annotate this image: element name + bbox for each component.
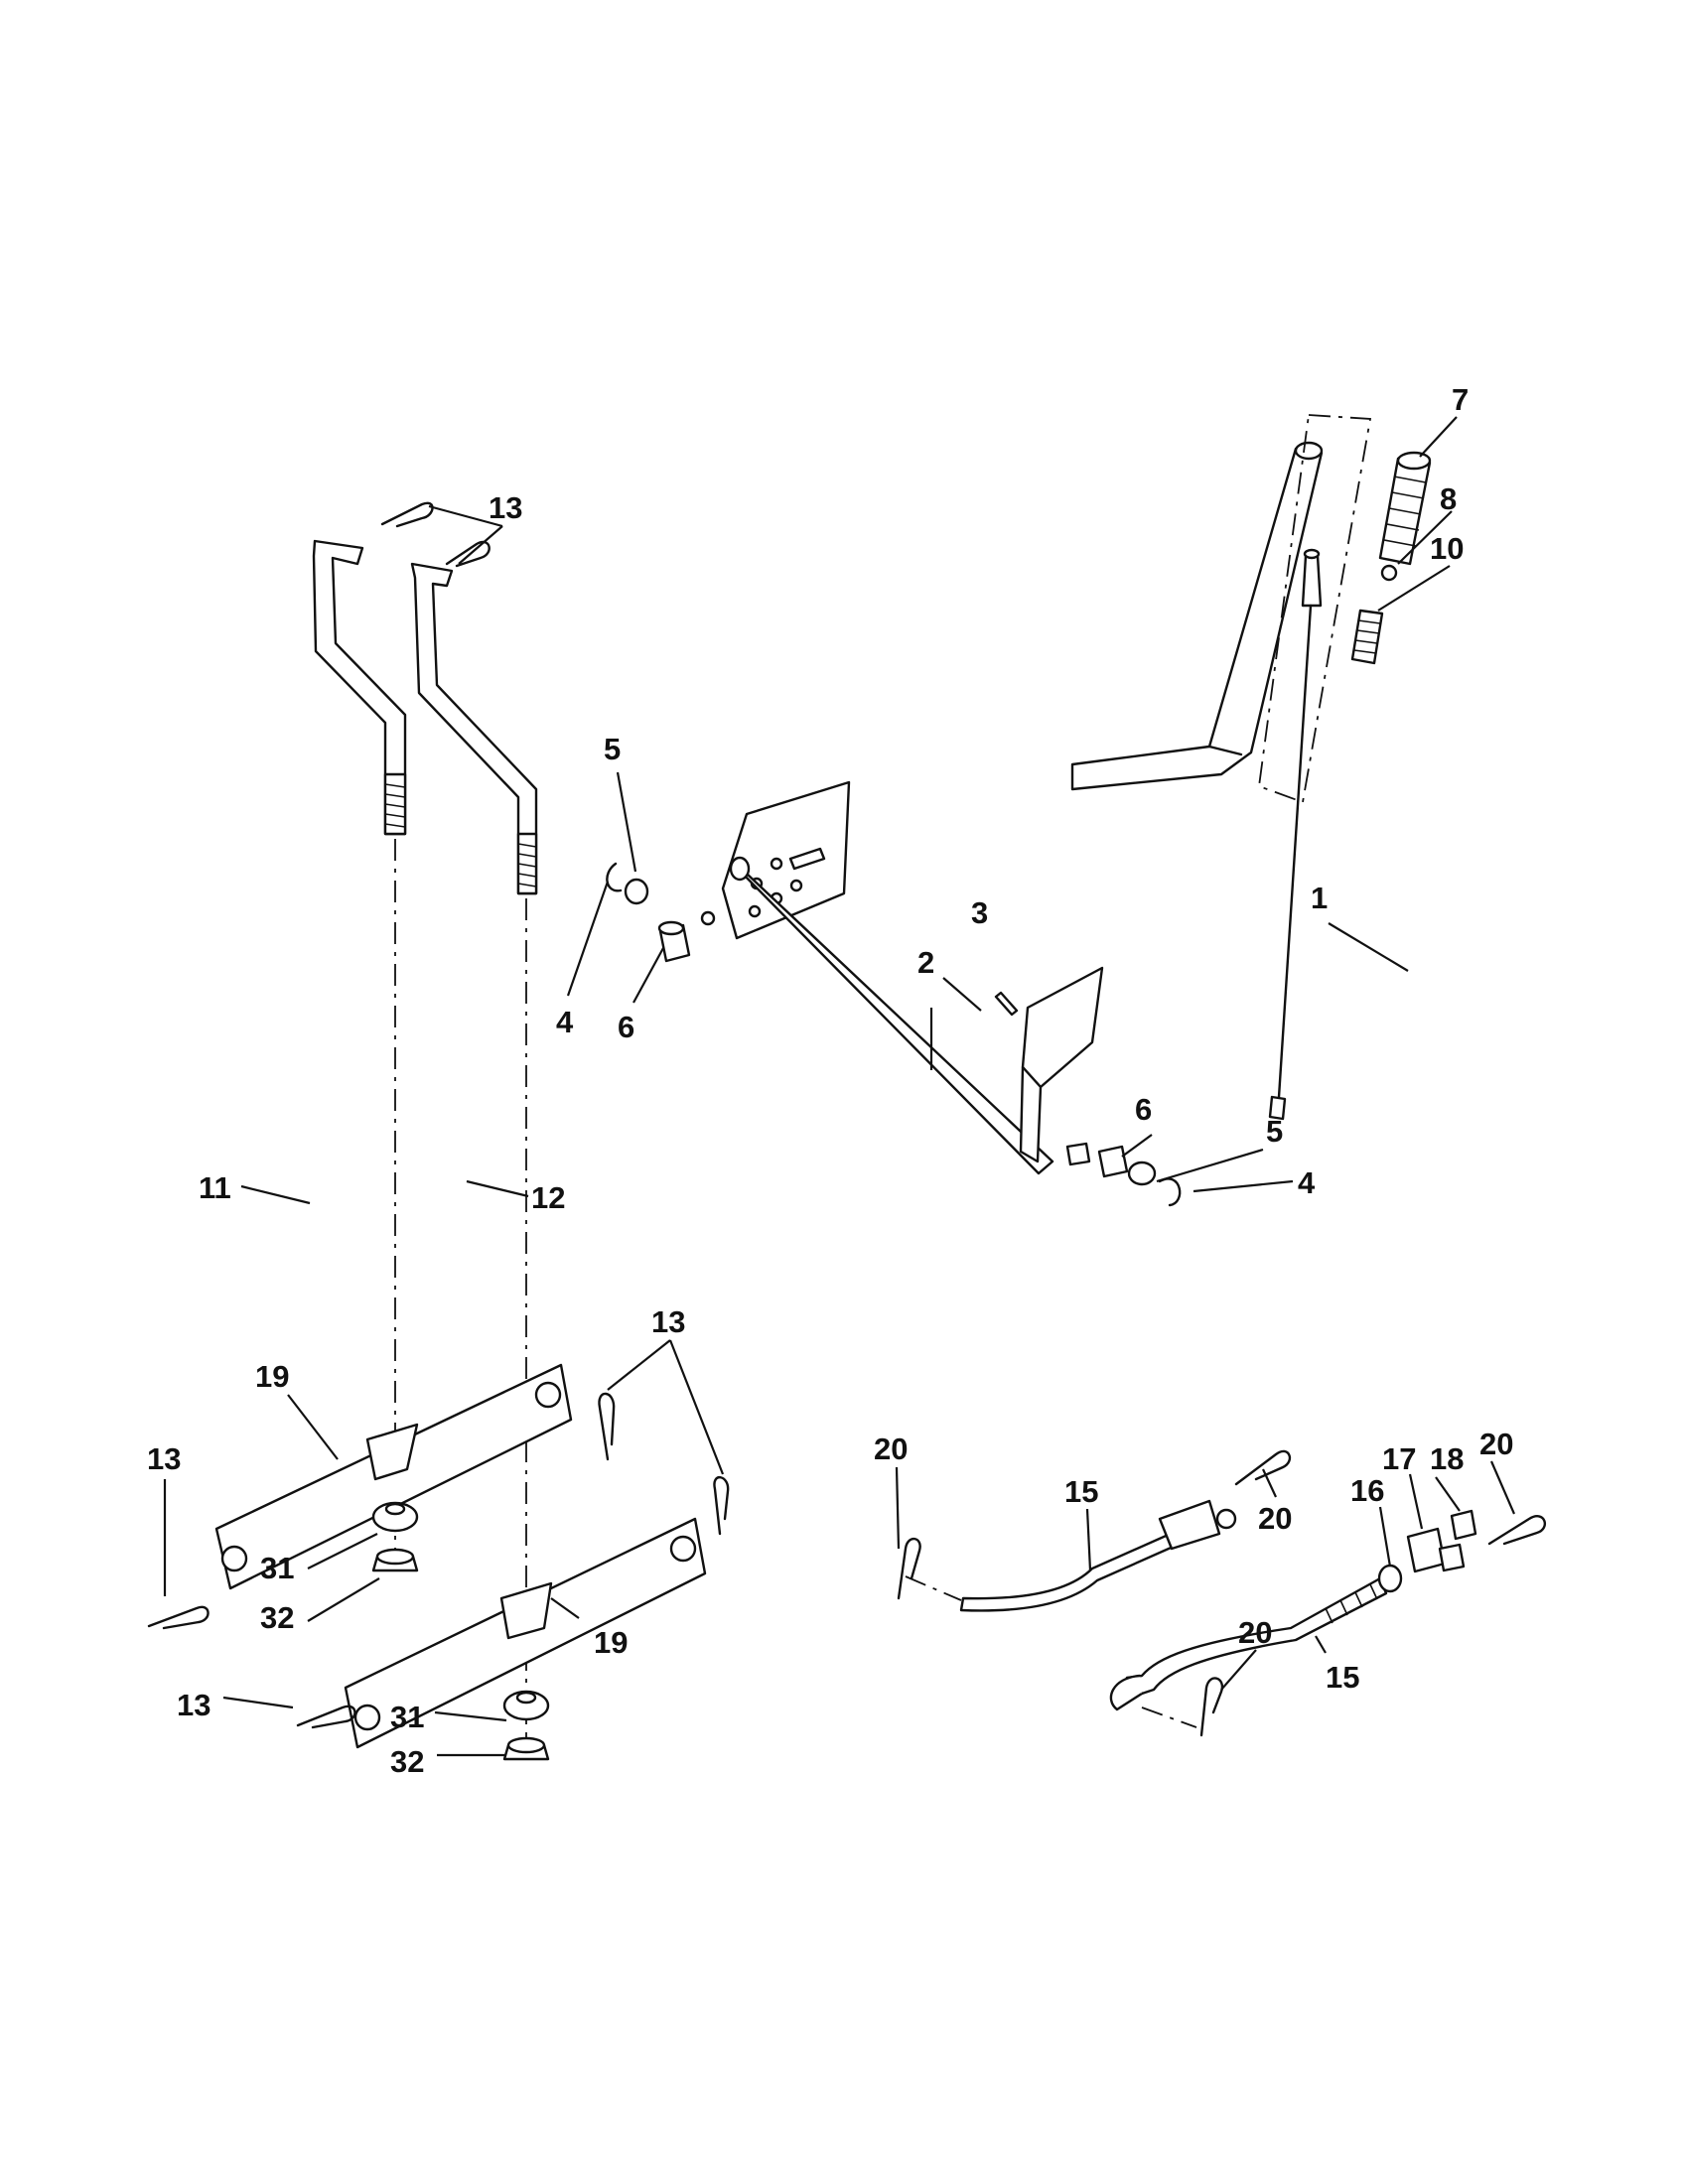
lift-arm-upper [214, 1363, 573, 1590]
hair-pin-lower-2 [296, 1705, 356, 1729]
callout-19-upper: 19 [255, 1359, 289, 1394]
callout-5-left: 5 [604, 732, 621, 766]
retaining-clip-right [1158, 1177, 1182, 1207]
callout-17: 17 [1382, 1441, 1416, 1476]
callout-8: 8 [1440, 481, 1457, 516]
callout-11: 11 [199, 1170, 231, 1205]
callout-18: 18 [1430, 1441, 1464, 1476]
callout-13-top: 13 [489, 490, 522, 525]
callout-19-lower: 19 [594, 1625, 628, 1660]
callout-labels: 1 2 3 4 4 5 5 6 6 7 8 10 11 12 13 13 13 … [147, 382, 1513, 1779]
hair-pin-lower-1 [147, 1605, 210, 1630]
callout-7: 7 [1452, 382, 1469, 417]
centerline-rod-lower [1141, 1706, 1197, 1728]
callout-15-lower: 15 [1326, 1660, 1359, 1695]
callout-31-upper: 31 [260, 1551, 294, 1585]
callout-6-left: 6 [618, 1010, 634, 1044]
handle-grip [1378, 451, 1432, 566]
lift-rod [1268, 548, 1323, 1121]
jam-nut [1377, 1564, 1403, 1593]
callout-6-right: 6 [1135, 1092, 1152, 1127]
callout-32-lower: 32 [390, 1744, 424, 1779]
callout-13-mid: 13 [651, 1304, 685, 1339]
callout-2: 2 [917, 945, 934, 980]
callout-13-bottom: 13 [177, 1688, 210, 1722]
callout-10: 10 [1430, 531, 1464, 566]
roll-pin [994, 991, 1019, 1017]
cotter-pin-left [897, 1537, 921, 1600]
centerline-rod-upper [905, 1575, 962, 1601]
callout-20-lower: 20 [1238, 1615, 1272, 1650]
hair-pin-mid-1 [598, 1392, 616, 1461]
lift-link-right [410, 562, 538, 895]
callout-12: 12 [531, 1180, 565, 1215]
shaft-bushing-right [1097, 1145, 1129, 1178]
washer-right [1127, 1160, 1157, 1186]
detent-spring [1350, 609, 1384, 665]
callout-20-left: 20 [874, 1432, 908, 1466]
trunnion-screw [1450, 1509, 1477, 1541]
callout-4-left: 4 [556, 1005, 574, 1039]
retaining-clip-left [606, 862, 623, 892]
washer-left [624, 878, 649, 905]
callout-20-upper: 20 [1258, 1501, 1292, 1536]
cotter-pin-upper [1234, 1449, 1292, 1486]
callout-32-upper: 32 [260, 1600, 294, 1635]
callout-4-right: 4 [1298, 1165, 1316, 1200]
hair-pin-upper-2 [445, 540, 491, 568]
cotter-pin-lower [1199, 1677, 1224, 1737]
callout-1: 1 [1311, 881, 1328, 915]
detent-ball [1380, 564, 1398, 582]
hair-pin-mid-2 [713, 1476, 730, 1536]
lift-arm-bracket [1019, 966, 1104, 1163]
callout-leaders [163, 416, 1516, 1757]
lift-shaft [729, 856, 1054, 1175]
callout-5-right: 5 [1266, 1114, 1283, 1149]
lift-handle [1070, 441, 1324, 791]
callout-16: 16 [1350, 1473, 1384, 1508]
cotter-pin-right [1487, 1515, 1547, 1546]
callout-13-left: 13 [147, 1441, 181, 1476]
callout-20-right: 20 [1479, 1427, 1513, 1461]
hair-pin-upper-1 [380, 501, 434, 528]
adjustment-rod-lower [1109, 1576, 1388, 1711]
lift-arm-lower [344, 1517, 707, 1749]
callout-3: 3 [971, 895, 988, 930]
shaft-collar-right [1065, 1142, 1091, 1166]
callout-15-upper: 15 [1064, 1474, 1098, 1509]
lift-link-left [312, 539, 407, 836]
callout-31-lower: 31 [390, 1700, 424, 1734]
mounting-bracket [721, 780, 851, 940]
adjustment-rod-upper [959, 1499, 1237, 1612]
